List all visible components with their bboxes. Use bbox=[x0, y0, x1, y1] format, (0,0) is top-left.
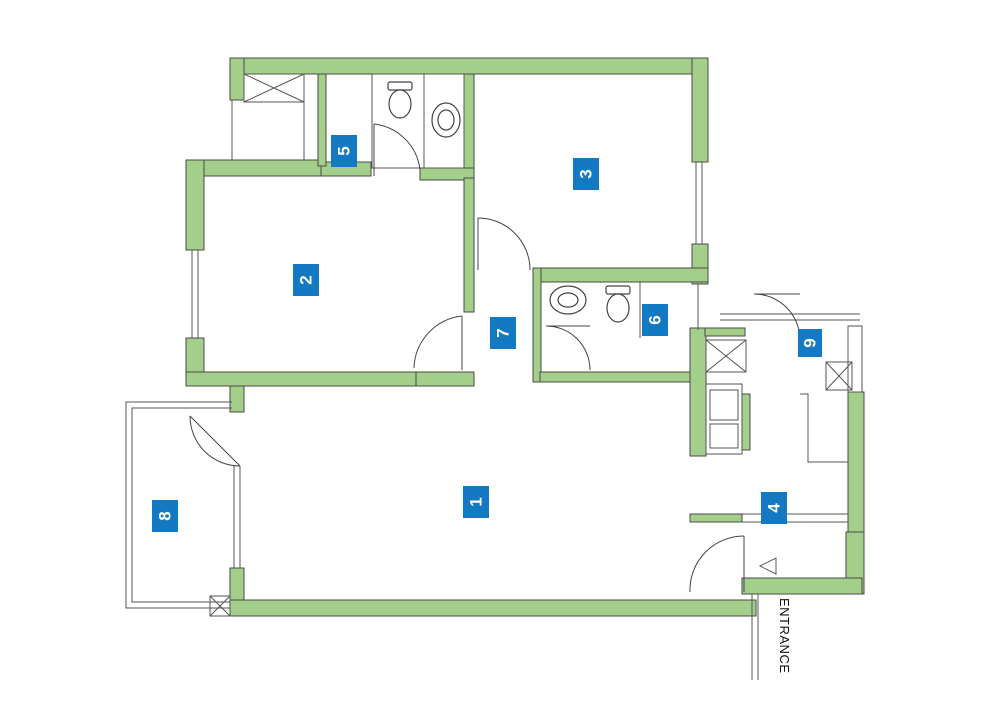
room-3-label: 3 bbox=[577, 169, 596, 178]
room-1-badge: 1 bbox=[463, 486, 489, 518]
room-6-badge: 6 bbox=[642, 304, 668, 336]
room-6-label: 6 bbox=[646, 315, 665, 324]
walls bbox=[185, 57, 865, 617]
room-7-badge: 7 bbox=[490, 317, 516, 349]
sink-basin-icon bbox=[437, 109, 455, 131]
room-3-badge: 3 bbox=[573, 158, 599, 190]
room-badges: 1 2 3 4 5 6 7 8 bbox=[152, 135, 822, 532]
sink-basin-icon bbox=[557, 292, 579, 308]
fixtures bbox=[387, 81, 631, 323]
room-2-badge: 2 bbox=[293, 264, 319, 296]
room-1-label: 1 bbox=[467, 497, 486, 506]
toilet-bowl-icon bbox=[388, 89, 412, 119]
room-4-badge: 4 bbox=[761, 492, 787, 524]
room-2-label: 2 bbox=[297, 275, 316, 284]
room-8-badge: 8 bbox=[152, 500, 178, 532]
room-9-label: 9 bbox=[801, 338, 820, 347]
room-9-badge: 9 bbox=[798, 329, 822, 357]
doors bbox=[189, 123, 801, 593]
toilet-icon bbox=[605, 285, 631, 295]
toilet-bowl-icon bbox=[606, 293, 630, 323]
room-7-label: 7 bbox=[494, 328, 513, 337]
toilet-icon bbox=[387, 81, 413, 91]
room-5-badge: 5 bbox=[331, 135, 357, 167]
thin-lines bbox=[125, 73, 863, 680]
entrance-label: ENTRANCE bbox=[777, 598, 792, 674]
room-8-label: 8 bbox=[156, 511, 175, 520]
room-5-label: 5 bbox=[335, 146, 354, 155]
room-4-label: 4 bbox=[765, 503, 784, 513]
